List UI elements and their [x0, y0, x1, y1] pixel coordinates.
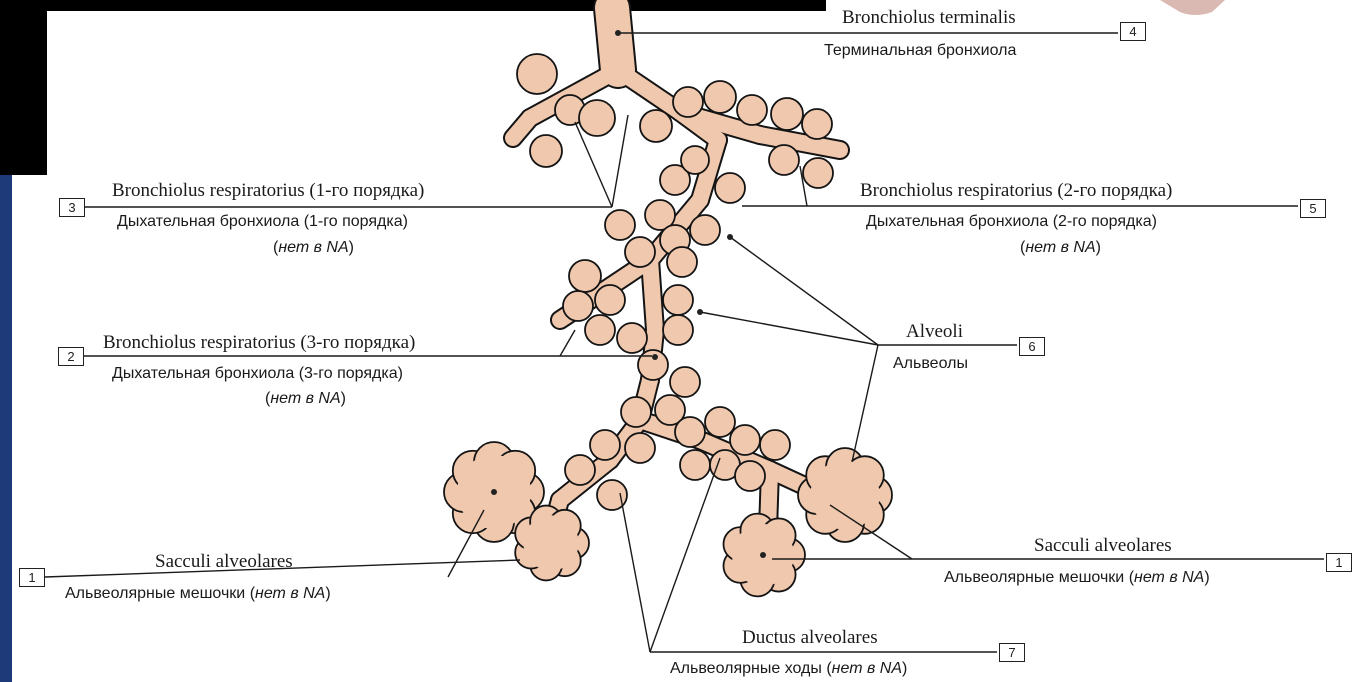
- alveolus: [673, 87, 703, 117]
- alveolus: [621, 397, 651, 427]
- alveoli-latin-label: Alveoli: [906, 322, 963, 341]
- left-black-band: [0, 0, 47, 175]
- terminal-russian-label: Терминальная бронхиола: [824, 43, 1016, 59]
- resp1-russian-label: Дыхательная бронхиола (1-го порядка): [117, 214, 408, 230]
- alveolus: [638, 350, 668, 380]
- number-box-2: 2: [58, 347, 84, 366]
- alveolar-sac: [798, 448, 892, 542]
- sacculi-right-russian-label: Альвеолярные мешочки (нет в NA): [944, 570, 1210, 586]
- alveolus: [663, 315, 693, 345]
- alveolus: [681, 146, 709, 174]
- number-box-1-right: 1: [1326, 553, 1352, 572]
- number-box-5: 5: [1300, 199, 1326, 218]
- alveoli-russian-label: Альвеолы: [893, 356, 968, 372]
- leader-line: [730, 237, 878, 345]
- alveolus: [640, 110, 672, 142]
- leader-dot: [491, 489, 497, 495]
- alveolus: [563, 291, 593, 321]
- sac-core: [810, 460, 879, 529]
- resp1-note-text: нет в NA: [278, 239, 348, 256]
- left-blue-edge: [0, 175, 12, 682]
- alveolus: [735, 461, 765, 491]
- resp2-note-text: нет в NA: [1025, 239, 1095, 256]
- alveolus: [565, 455, 595, 485]
- alveolus: [737, 95, 767, 125]
- alveolus: [530, 135, 562, 167]
- alveolus: [802, 109, 832, 139]
- branch-segment: [760, 135, 840, 150]
- alveolus: [590, 430, 620, 460]
- ductus-latin-label: Ductus alveolares: [742, 628, 878, 647]
- alveolus: [625, 433, 655, 463]
- alveolus: [617, 323, 647, 353]
- leader-dot: [760, 552, 766, 558]
- branch-segment: [650, 260, 655, 330]
- resp2-russian-label: Дыхательная бронхиола (2-го порядка): [866, 214, 1157, 230]
- alveolus: [569, 260, 601, 292]
- alveolus: [769, 145, 799, 175]
- resp3-latin-label: Bronchiolus respiratorius (3-го порядка): [103, 333, 415, 352]
- alveolus: [625, 237, 655, 267]
- sacculi-left-russian-label: Альвеолярные мешочки (нет в NA): [65, 586, 331, 602]
- resp1-latin-label: Bronchiolus respiratorius (1-го порядка): [112, 181, 424, 200]
- alveolus: [705, 407, 735, 437]
- sacculi-right-latin-label: Sacculi alveolares: [1034, 536, 1172, 555]
- leader-dot: [615, 30, 621, 36]
- alveolus: [605, 210, 635, 240]
- alveolus: [730, 425, 760, 455]
- alveolus: [667, 247, 697, 277]
- branch-segment: [612, 8, 618, 70]
- resp2-latin-label: Bronchiolus respiratorius (2-го порядка): [860, 181, 1172, 200]
- alveolus: [675, 417, 705, 447]
- resp3-russian-label: Дыхательная бронхиола (3-го порядка): [112, 366, 403, 382]
- alveolus: [690, 215, 720, 245]
- leader-dot: [697, 309, 703, 315]
- branch-segment: [618, 70, 680, 112]
- alveolus: [663, 285, 693, 315]
- leader-line: [612, 115, 628, 207]
- number-box-6: 6: [1019, 337, 1045, 356]
- resp1-note: (нет в NA): [273, 240, 354, 256]
- leader-line: [852, 345, 878, 462]
- alveolus: [715, 173, 745, 203]
- leader-dot: [652, 354, 658, 360]
- alveolus: [803, 158, 833, 188]
- resp3-note-text: нет в NA: [270, 390, 340, 407]
- alveolus: [771, 98, 803, 130]
- alveolus: [680, 450, 710, 480]
- number-box-7: 7: [999, 643, 1025, 662]
- leader-line: [620, 493, 650, 652]
- alveolus: [517, 54, 557, 94]
- number-box-3: 3: [59, 198, 85, 217]
- sac-core: [523, 515, 578, 570]
- resp2-note: (нет в NA): [1020, 240, 1101, 256]
- alveolus: [595, 285, 625, 315]
- alveolus: [670, 367, 700, 397]
- number-box-1-left: 1: [19, 568, 45, 587]
- photo-corner: [1160, 0, 1225, 15]
- sacculi-left-latin-label: Sacculi alveolares: [155, 552, 293, 571]
- terminal-latin-label: Bronchiolus terminalis: [842, 8, 1016, 27]
- leader-line: [700, 312, 878, 345]
- number-box-4: 4: [1120, 22, 1146, 41]
- alveolus: [585, 315, 615, 345]
- top-black-band: [0, 0, 826, 11]
- resp3-note: (нет в NA): [265, 391, 346, 407]
- alveolus: [760, 430, 790, 460]
- leader-line: [560, 330, 575, 356]
- alveolus: [704, 81, 736, 113]
- leader-dot: [727, 234, 733, 240]
- leader-line: [650, 458, 720, 652]
- alveolus: [579, 100, 615, 136]
- ductus-russian-label: Альвеолярные ходы (нет в NA): [670, 661, 907, 677]
